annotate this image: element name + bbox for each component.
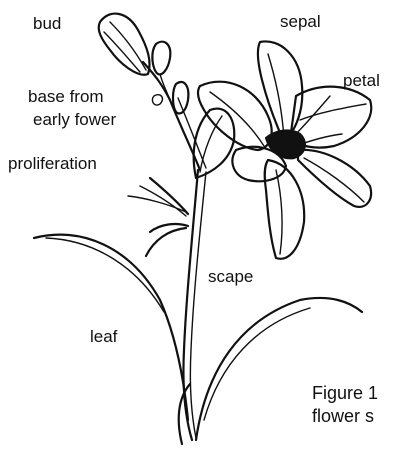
flower-base-nub xyxy=(173,82,188,114)
bud-label: bud xyxy=(33,14,61,33)
leaf-label: leaf xyxy=(90,327,117,346)
sepal-top xyxy=(258,41,302,142)
proliferation-leaves xyxy=(150,178,188,214)
upper-stem xyxy=(143,62,200,170)
petal-lower xyxy=(265,160,305,259)
small-bud xyxy=(152,42,170,75)
sepal-label: sepal xyxy=(280,12,321,31)
scape-stem-inner xyxy=(190,172,206,438)
base-from-label-line2: early fower xyxy=(33,110,116,129)
base-from-label-line1: base from xyxy=(28,87,104,106)
proliferation-label: proliferation xyxy=(8,154,97,173)
caption-line1: Figure 1 xyxy=(312,381,378,405)
caption-line2: flower s xyxy=(312,404,374,428)
petal-label: petal xyxy=(343,71,380,90)
scape-label: scape xyxy=(208,267,253,286)
bud-shape xyxy=(99,14,150,75)
